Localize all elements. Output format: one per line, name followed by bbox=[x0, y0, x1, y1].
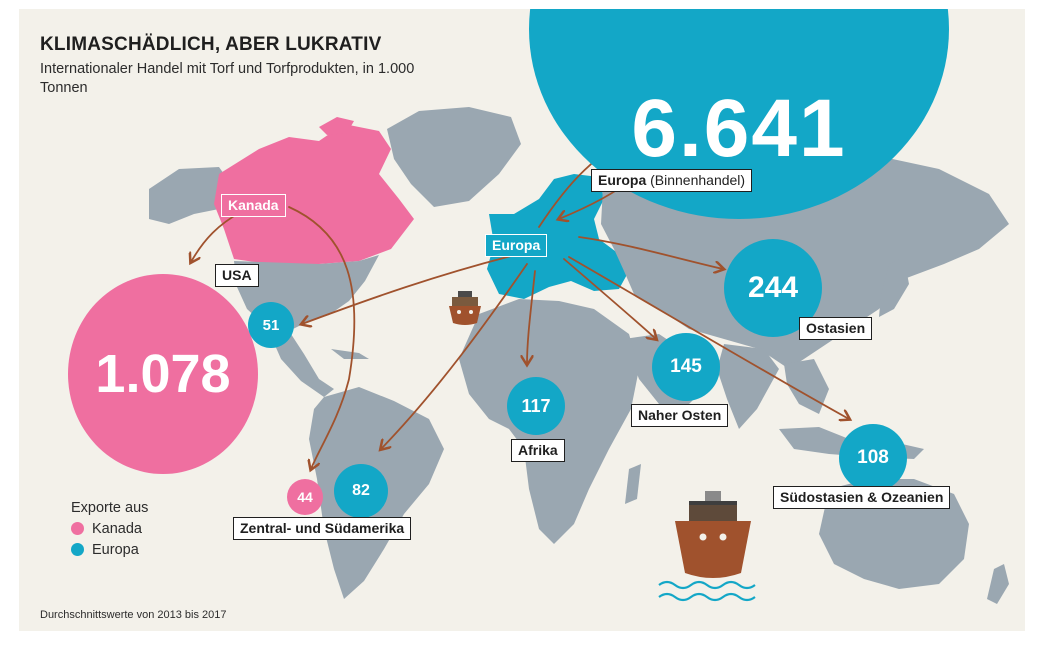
europe-shape bbox=[487, 174, 629, 299]
legend-item-kanada: Kanada bbox=[71, 518, 148, 539]
bubble-europa-afrika: 117 bbox=[507, 377, 565, 435]
value-europa-naher-osten: 145 bbox=[670, 356, 702, 377]
southeast-asia-shape bbox=[784, 359, 829, 414]
central-america-shape bbox=[267, 327, 334, 397]
trade-arrows bbox=[191, 131, 849, 469]
india-shape bbox=[717, 344, 779, 429]
waves-icon bbox=[658, 580, 756, 602]
new-zealand-shape bbox=[987, 564, 1009, 604]
madagascar-shape bbox=[625, 464, 641, 504]
legend-dot-europa bbox=[71, 543, 84, 556]
alaska-shape bbox=[149, 167, 231, 224]
value-europa-suedamerika: 82 bbox=[352, 482, 370, 499]
label-ostasien: Ostasien bbox=[799, 317, 873, 340]
legend-label-kanada: Kanada bbox=[92, 520, 142, 537]
canada-shape bbox=[214, 124, 414, 264]
legend-item-europa: Europa bbox=[71, 539, 148, 560]
japan-shape bbox=[879, 257, 909, 317]
value-europa-suedostasien: 108 bbox=[857, 447, 889, 468]
value-europa-afrika: 117 bbox=[521, 395, 551, 416]
legend-title: Exporte aus bbox=[71, 499, 149, 516]
arctic-islands-shape bbox=[319, 117, 354, 135]
label-naher-osten: Naher Osten bbox=[631, 404, 729, 427]
source-note: Durchschnittswerte von 2013 bis 2017 bbox=[40, 609, 227, 621]
bubble-europa-suedostasien: 108 bbox=[839, 424, 907, 492]
arrow-europa-suedostasien bbox=[568, 256, 849, 419]
greenland-shape bbox=[387, 107, 521, 207]
bubble-europa-usa: 51 bbox=[248, 302, 294, 348]
legend: Exporte aus Kanada Europa bbox=[71, 497, 148, 560]
label-zentral-suedamerika: Zentral- und Südamerika bbox=[233, 517, 412, 540]
legend-label-europa: Europa bbox=[92, 541, 139, 558]
caribbean-shape bbox=[331, 349, 369, 359]
label-europa-binnenhandel: Europa (Binnenhandel) bbox=[591, 169, 753, 192]
ship-icon bbox=[675, 491, 751, 578]
arrow-europa-naher-osten bbox=[563, 258, 656, 339]
infographic: 6.641 1.078 51 44 82 117 145 244 108 KLI… bbox=[19, 9, 1025, 631]
label-suedostasien: Südostasien & Ozeanien bbox=[773, 486, 951, 509]
arrow-europa-ostasien bbox=[578, 236, 723, 269]
bubble-kanada-usa: 1.078 bbox=[68, 274, 258, 474]
page-title: KLIMASCHÄDLICH, ABER LUKRATIV bbox=[40, 34, 382, 55]
value-kanada-suedamerika: 44 bbox=[297, 489, 313, 505]
value-europa-ostasien: 244 bbox=[747, 271, 799, 304]
value-kanada-usa: 1.078 bbox=[95, 344, 231, 404]
arrow-europa-suedamerika bbox=[381, 263, 528, 449]
label-kanada: Kanada bbox=[221, 194, 286, 217]
arrow-kanada-suedamerika bbox=[288, 206, 356, 469]
value-europa-binnen: 6.641 bbox=[631, 83, 847, 174]
arrow-europa-usa bbox=[302, 253, 520, 324]
label-usa: USA bbox=[215, 264, 259, 287]
ship-icon bbox=[449, 291, 481, 325]
label-afrika: Afrika bbox=[511, 439, 565, 462]
arrow-europa-afrika bbox=[527, 270, 536, 364]
bubble-europa-suedamerika: 82 bbox=[334, 464, 388, 518]
iceland-shape bbox=[474, 144, 507, 161]
label-europa-binnen-name: Europa bbox=[598, 172, 647, 188]
legend-dot-kanada bbox=[71, 522, 84, 535]
label-europa-source: Europa bbox=[485, 234, 548, 257]
page-subtitle: Internationaler Handel mit Torf und Torf… bbox=[40, 61, 415, 96]
label-europa-binnen-note: (Binnenhandel) bbox=[650, 172, 746, 188]
bubble-kanada-suedamerika: 44 bbox=[287, 479, 323, 515]
value-europa-usa: 51 bbox=[262, 316, 280, 334]
bubble-europa-naher-osten: 145 bbox=[652, 333, 720, 401]
